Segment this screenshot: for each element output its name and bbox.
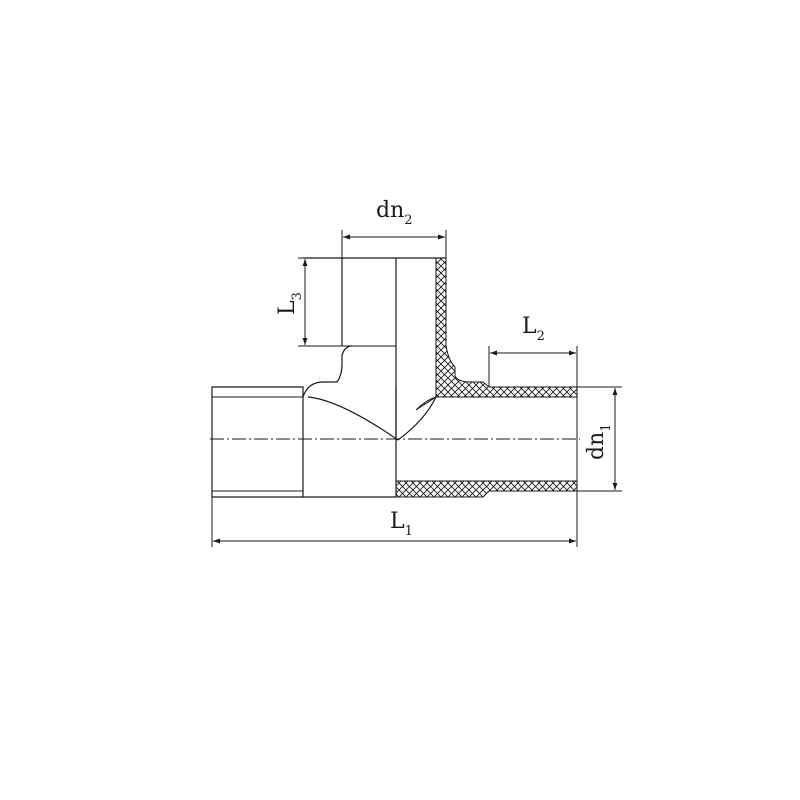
dimension-dn2: dn2 bbox=[341, 198, 447, 258]
dimension-L2: L2 bbox=[488, 314, 578, 387]
branch-and-top-wall-hatch bbox=[415, 257, 578, 411]
hatched-wall-sections bbox=[395, 257, 578, 498]
dimension-L1: L1 bbox=[211, 397, 578, 547]
L2-label: L2 bbox=[522, 314, 545, 344]
dn1-label: dn1 bbox=[584, 423, 614, 460]
tee-body bbox=[302, 345, 437, 498]
dn2-label: dn2 bbox=[376, 198, 413, 228]
L3-label: L3 bbox=[275, 292, 305, 315]
dimension-L3: L3 bbox=[275, 257, 342, 347]
branch-outlet bbox=[303, 257, 446, 440]
bottom-wall-hatch bbox=[395, 480, 578, 498]
L1-label: L1 bbox=[390, 509, 413, 539]
left-spigot bbox=[211, 386, 304, 498]
dimension-dn1: dn1 bbox=[577, 386, 622, 492]
